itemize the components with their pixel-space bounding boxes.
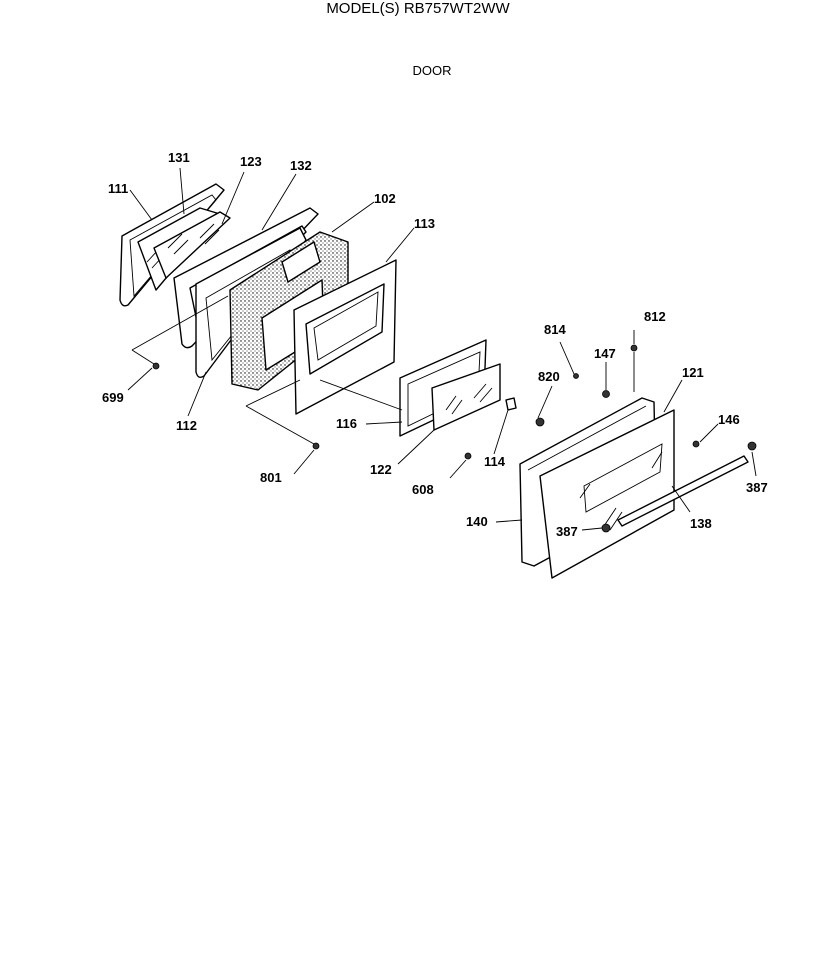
screw-820: [535, 417, 545, 427]
callout-387-right: 387: [746, 480, 768, 495]
model-title: MODEL(S) RB757WT2WW: [326, 0, 510, 17]
callout-123: 123: [240, 154, 262, 169]
callout-132: 132: [290, 158, 312, 173]
part-138-handle: [601, 441, 757, 533]
screw-699: [131, 295, 229, 370]
clip-114: [505, 397, 517, 411]
callout-102: 102: [374, 191, 396, 206]
callout-140: 140: [466, 514, 488, 529]
callout-801: 801: [260, 470, 282, 485]
callout-114: 114: [484, 454, 506, 469]
part-121-outer-glass: [539, 409, 675, 579]
callout-146: 146: [718, 412, 740, 427]
callout-116: 116: [336, 416, 357, 431]
callout-820: 820: [538, 369, 560, 384]
callout-113: 113: [414, 216, 435, 231]
leader-lines: [127, 167, 757, 531]
callout-814: 814: [544, 322, 566, 337]
part-113-panel: [293, 259, 397, 415]
small-parts-right: [573, 344, 700, 448]
callout-608: 608: [412, 482, 434, 497]
screw-801: [245, 379, 320, 450]
callout-121: 121: [682, 365, 704, 380]
callout-111: 111: [108, 181, 128, 196]
callout-131: 131: [168, 150, 190, 165]
section-title: DOOR: [413, 63, 452, 78]
callout-699: 699: [102, 390, 124, 405]
part-123-glass: [153, 211, 231, 279]
callout-812: 812: [644, 309, 666, 324]
screw-608: [464, 452, 472, 460]
callout-labels: 111 131 123 132 102 113 699 112 801 116 …: [102, 150, 768, 539]
callout-122: 122: [370, 462, 392, 477]
part-122-glass: [431, 363, 501, 431]
callout-138: 138: [690, 516, 712, 531]
callout-387-left: 387: [556, 524, 578, 539]
callout-147: 147: [594, 346, 616, 361]
callout-112: 112: [176, 418, 197, 433]
